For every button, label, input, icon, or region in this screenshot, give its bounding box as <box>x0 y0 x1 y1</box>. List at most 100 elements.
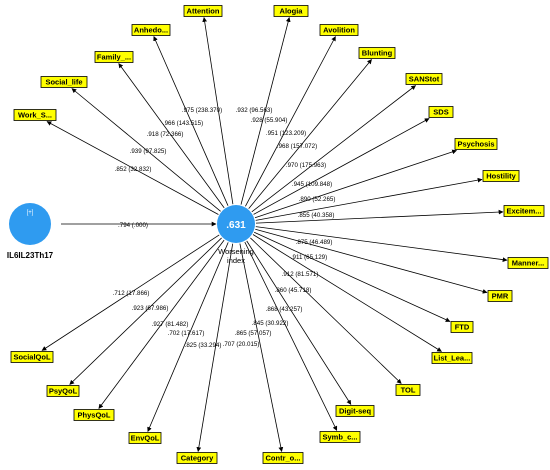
indicator-box[interactable]: SDS <box>428 106 454 118</box>
loading-path <box>71 88 221 212</box>
indicator-name: Social_life <box>45 78 82 87</box>
loading-path <box>196 243 234 452</box>
loading-path <box>244 241 338 431</box>
indicator-rect[interactable] <box>13 109 57 121</box>
indicator-rect[interactable] <box>46 385 80 397</box>
indicator-rect[interactable] <box>487 290 513 302</box>
indicator-box[interactable]: Alogia <box>273 5 309 17</box>
central-label-line2: index <box>227 256 245 265</box>
indicator-name: Alogia <box>280 7 304 16</box>
loading-label: .939 (97.825) <box>130 148 167 155</box>
indicator-rect[interactable] <box>183 5 223 17</box>
indicator-box[interactable]: Avolition <box>319 24 359 36</box>
loading-path <box>147 242 229 432</box>
exogenous-path-label: .794 (.000) <box>118 222 148 229</box>
indicator-rect[interactable] <box>507 257 549 269</box>
indicator-box[interactable]: Category <box>176 452 218 464</box>
indicator-rect[interactable] <box>454 138 498 150</box>
loading-label: .707 (20.015) <box>223 341 260 348</box>
indicator-box[interactable]: Hostility <box>482 170 520 182</box>
loading-label: .966 (143.515) <box>163 120 203 127</box>
indicator-rect[interactable] <box>503 205 545 217</box>
indicator-rect[interactable] <box>128 432 162 444</box>
loading-label: .911 (65.129) <box>291 254 327 261</box>
path-labels-layer: .852 (32.832) .939 (97.825) .918 (72.366).… <box>113 107 336 349</box>
loading-label: .702 (17.617) <box>168 330 205 337</box>
indicator-rect[interactable] <box>131 24 171 36</box>
loading-path <box>255 226 508 263</box>
indicator-box[interactable]: SANStot <box>405 73 443 85</box>
indicator-rect[interactable] <box>262 452 304 464</box>
indicator-rect[interactable] <box>319 24 359 36</box>
loading-path <box>118 63 225 209</box>
expand-marker[interactable]: [+] <box>27 210 34 216</box>
indicator-box[interactable]: PMR <box>487 290 513 302</box>
indicator-box[interactable]: FTD <box>450 321 474 333</box>
loading-path <box>69 237 222 385</box>
indicator-box[interactable]: Family_... <box>94 51 134 63</box>
central-construct[interactable]: .631 Worsening index <box>217 205 255 265</box>
indicator-name: Category <box>181 454 214 463</box>
loading-label: .970 (175.963) <box>286 162 326 169</box>
indicator-box[interactable]: Symb_c... <box>319 431 361 443</box>
indicator-box[interactable]: List_Lea... <box>431 352 473 364</box>
indicator-box[interactable]: Digit-seq <box>335 405 375 417</box>
indicator-name: SocialQoL <box>13 353 51 362</box>
central-r-squared: .631 <box>226 220 246 231</box>
indicator-box[interactable]: Anhedo... <box>131 24 171 36</box>
loading-label: .855 (40.358) <box>298 212 335 219</box>
indicator-name: Anhedo... <box>134 26 168 35</box>
indicator-rect[interactable] <box>40 76 88 88</box>
loading-label: .932 (96.563) <box>236 107 273 114</box>
indicator-rect[interactable] <box>450 321 474 333</box>
indicator-rect[interactable] <box>176 452 218 464</box>
loading-path <box>255 228 488 294</box>
indicator-box[interactable]: Social_life <box>40 76 88 88</box>
indicator-rect[interactable] <box>73 409 115 421</box>
indicator-box[interactable]: Contr_o... <box>262 452 304 464</box>
loading-path <box>41 234 220 351</box>
indicator-rect[interactable] <box>431 352 473 364</box>
indicator-name: Hostility <box>486 172 516 181</box>
loading-path <box>239 243 284 452</box>
indicator-box[interactable]: SocialQoL <box>10 351 54 363</box>
indicator-rect[interactable] <box>319 431 361 443</box>
loading-path <box>153 36 229 206</box>
indicator-rect[interactable] <box>395 384 421 396</box>
exogenous-construct[interactable]: [+] IL6IL23Th17 .794 (.000) <box>7 203 217 260</box>
indicator-rect[interactable] <box>358 47 396 59</box>
indicator-box[interactable]: Excitem... <box>503 205 545 217</box>
loading-label: .868 (43.257) <box>266 306 303 313</box>
indicator-rect[interactable] <box>10 351 54 363</box>
indicator-box[interactable]: Manner... <box>507 257 549 269</box>
loading-path <box>254 149 457 219</box>
loading-label: .865 (57.057) <box>235 330 272 337</box>
indicator-box[interactable]: Psychosis <box>454 138 498 150</box>
indicator-rect[interactable] <box>273 5 309 17</box>
indicator-rect[interactable] <box>482 170 520 182</box>
indicator-box[interactable]: TOL <box>395 384 421 396</box>
indicator-box[interactable]: Work_S... <box>13 109 57 121</box>
loading-label: .852 (32.832) <box>115 166 152 173</box>
loading-label: .912 (81.571) <box>282 271 319 278</box>
loading-label: .975 (238.370) <box>182 107 222 114</box>
indicator-rect[interactable] <box>405 73 443 85</box>
indicator-name: FTD <box>455 323 470 332</box>
indicator-name: Contr_o... <box>266 454 301 463</box>
indicator-box[interactable]: PsyQoL <box>46 385 80 397</box>
indicator-box[interactable]: Attention <box>183 5 223 17</box>
indicator-box[interactable]: Blunting <box>358 47 396 59</box>
loading-path <box>248 59 372 209</box>
central-node[interactable] <box>217 205 255 243</box>
loading-path <box>46 121 219 215</box>
indicator-name: Excitem... <box>506 207 541 216</box>
indicator-rect[interactable] <box>335 405 375 417</box>
exogenous-node[interactable] <box>9 203 51 245</box>
indicator-rect[interactable] <box>94 51 134 63</box>
indicator-rect[interactable] <box>428 106 454 118</box>
indicator-box[interactable]: EnvQoL <box>128 432 162 444</box>
indicator-box[interactable]: PhysQoL <box>73 409 115 421</box>
loading-label: .918 (72.366) <box>147 131 184 138</box>
indicator-name: Family_... <box>97 53 131 62</box>
indicator-name: PsyQoL <box>49 387 78 396</box>
